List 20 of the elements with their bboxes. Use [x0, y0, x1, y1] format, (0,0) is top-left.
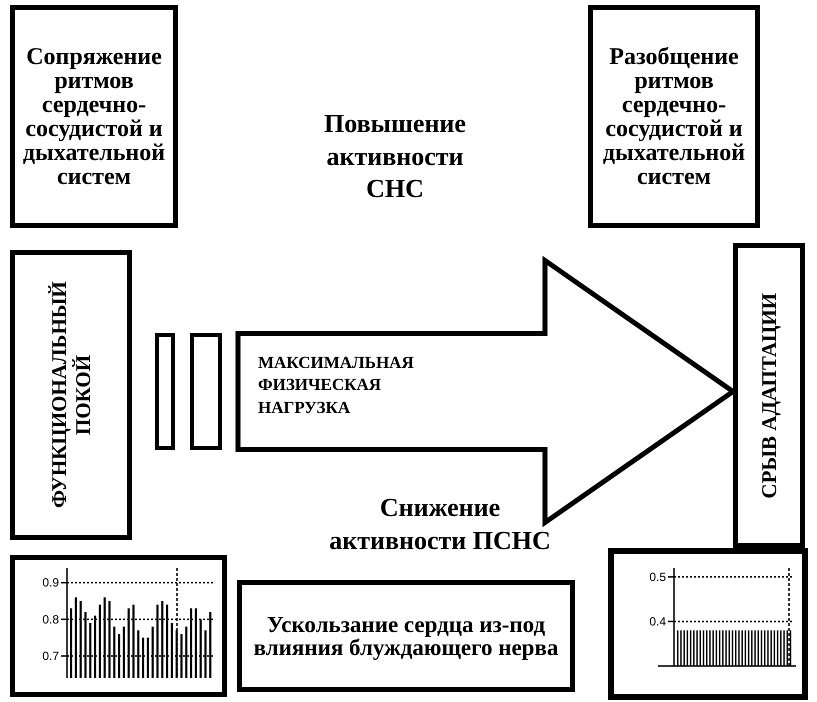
tick-label: 0.4 — [649, 614, 666, 628]
text-box — [10, 5, 178, 228]
box-label: Ускользание сердца из-под влияния блуждающего нерва — [252, 611, 560, 662]
edge-label: МАКСИМАЛЬНАЯ ФИЗИЧЕСКАЯ НАГРУЗКА — [258, 352, 415, 420]
box-label: ФУНКЦИОНАЛЬНЫЙ ПОКОЙ — [46, 280, 96, 510]
text-box — [588, 5, 760, 228]
text-box — [237, 580, 575, 692]
box-label: Разобщение ритмов сердечно-сосудистой и дыхательной систем — [602, 42, 746, 192]
vertical-box — [10, 250, 132, 540]
annotation-text: Повышение активности СНС — [323, 108, 467, 205]
tick-label: 0.5 — [649, 570, 666, 584]
box-label: СРЫВ АДАПТАЦИИ — [756, 292, 782, 498]
box-label: Сопряжение ритмов сердечно-сосудистой и дыхательной систем — [22, 42, 166, 192]
vertical-box — [733, 243, 805, 548]
tick-label: 0.7 — [42, 649, 59, 663]
tick-label: 0.9 — [42, 576, 59, 590]
annotation-text: Снижение активности ПСНС — [328, 492, 552, 556]
tick-label: 0.8 — [42, 612, 59, 626]
bar-shape — [190, 333, 222, 450]
bar-shape — [155, 333, 175, 450]
